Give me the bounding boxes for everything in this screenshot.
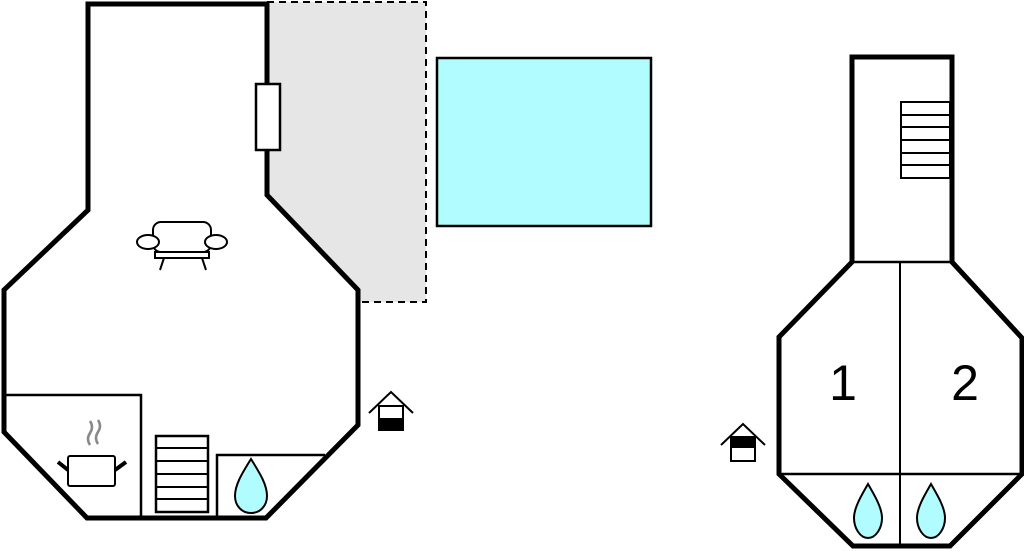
stairs-icon	[900, 101, 951, 179]
water-drop-icon	[233, 457, 269, 515]
room-label-2: 2	[951, 355, 979, 411]
stairs-icon	[154, 434, 210, 514]
pool	[435, 56, 653, 228]
window	[254, 82, 282, 152]
sofa-icon	[136, 221, 228, 271]
room-label-1: 1	[829, 355, 857, 411]
house-entrance-icon[interactable]	[368, 390, 414, 431]
kitchen-wall	[4, 393, 143, 516]
upper-floor: 1 2	[776, 54, 1024, 549]
house-entrance-icon[interactable]	[720, 422, 766, 462]
terrace	[266, 1, 427, 303]
bathroom-wall	[215, 453, 325, 516]
ground-floor	[1, 1, 361, 521]
cooking-pot-icon	[56, 419, 128, 487]
water-drop-icon	[852, 482, 884, 540]
water-drop-icon	[915, 482, 947, 540]
